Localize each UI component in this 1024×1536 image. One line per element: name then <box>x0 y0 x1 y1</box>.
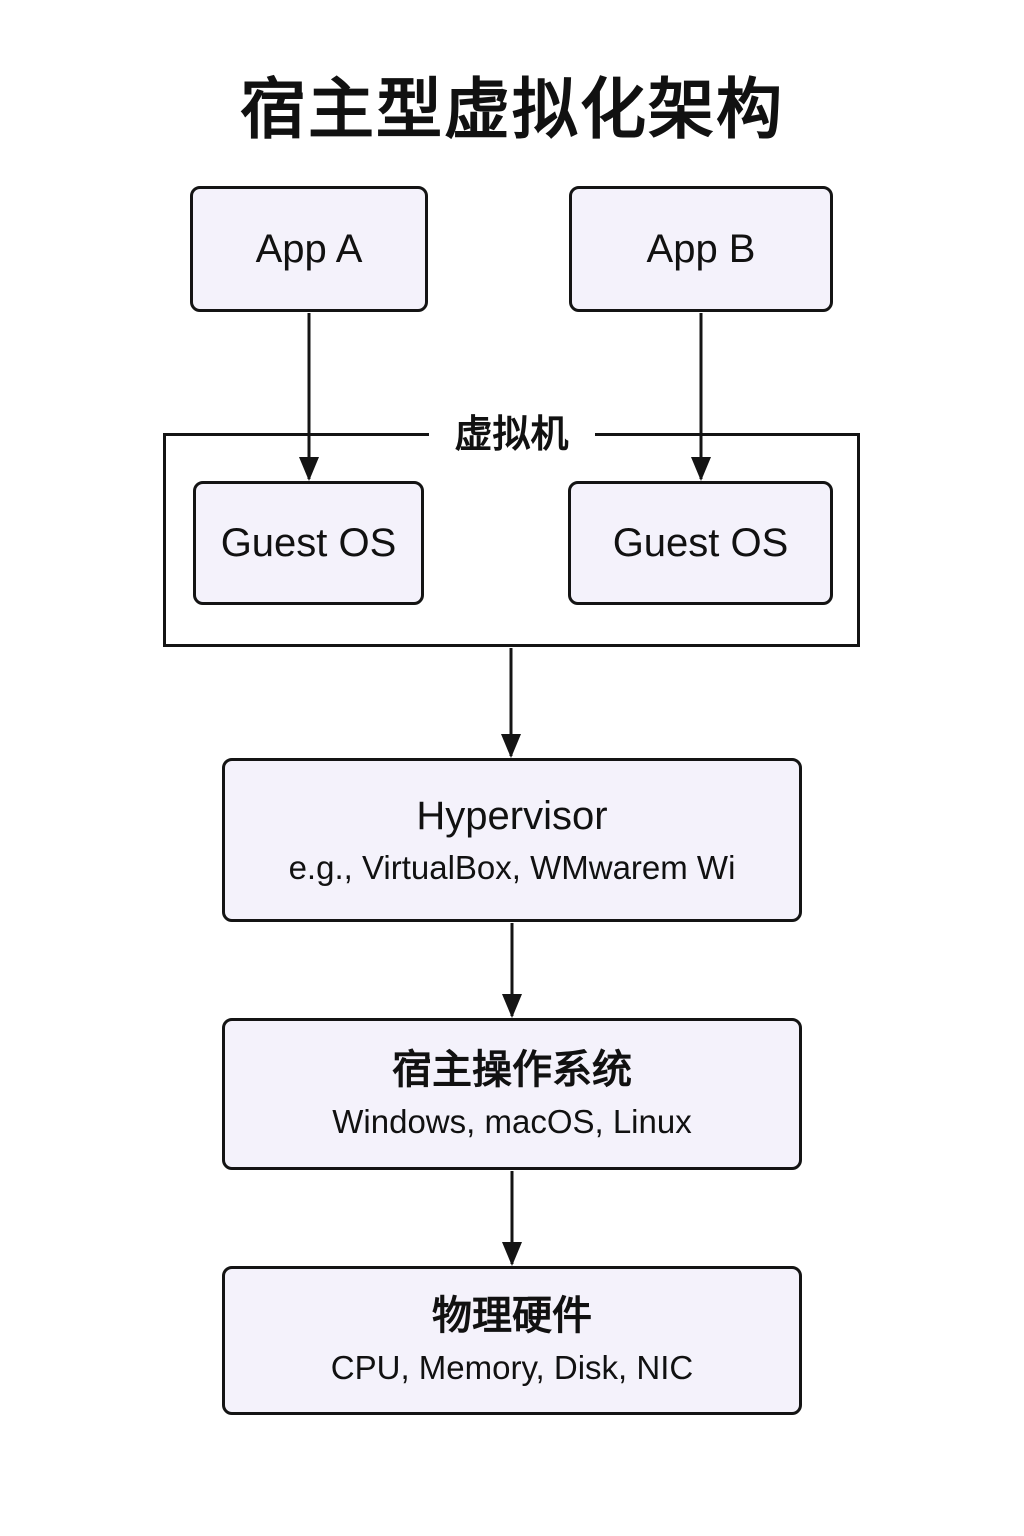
node-hardware: 物理硬件 CPU, Memory, Disk, NIC <box>222 1266 802 1415</box>
node-guest-os-a: Guest OS <box>193 481 424 605</box>
node-host-os-subtitle: Windows, macOS, Linux <box>332 1102 692 1140</box>
node-hypervisor-subtitle: e.g., VirtualBox, WMwarem Wi <box>288 848 736 886</box>
diagram-title: 宿主型虚拟化架构 <box>240 72 784 146</box>
vm-group-label: 虚拟机 <box>428 414 595 457</box>
node-app-a-label: App A <box>255 227 363 271</box>
node-app-a: App A <box>190 186 428 312</box>
node-hypervisor-title: Hypervisor <box>416 793 608 838</box>
node-host-os: 宿主操作系统 Windows, macOS, Linux <box>222 1018 802 1170</box>
node-guest-os-b: Guest OS <box>568 481 833 605</box>
vm-group-container: 虚拟机 <box>163 414 860 647</box>
node-guest-os-a-label: Guest OS <box>220 521 397 565</box>
node-host-os-title: 宿主操作系统 <box>392 1047 632 1092</box>
node-hardware-title: 物理硬件 <box>432 1294 592 1339</box>
node-hardware-subtitle: CPU, Memory, Disk, NIC <box>330 1349 694 1387</box>
node-app-b-label: App B <box>646 227 756 271</box>
node-hypervisor: Hypervisor e.g., VirtualBox, WMwarem Wi <box>222 758 802 922</box>
node-app-b: App B <box>569 186 833 312</box>
node-guest-os-b-label: Guest OS <box>612 521 789 565</box>
